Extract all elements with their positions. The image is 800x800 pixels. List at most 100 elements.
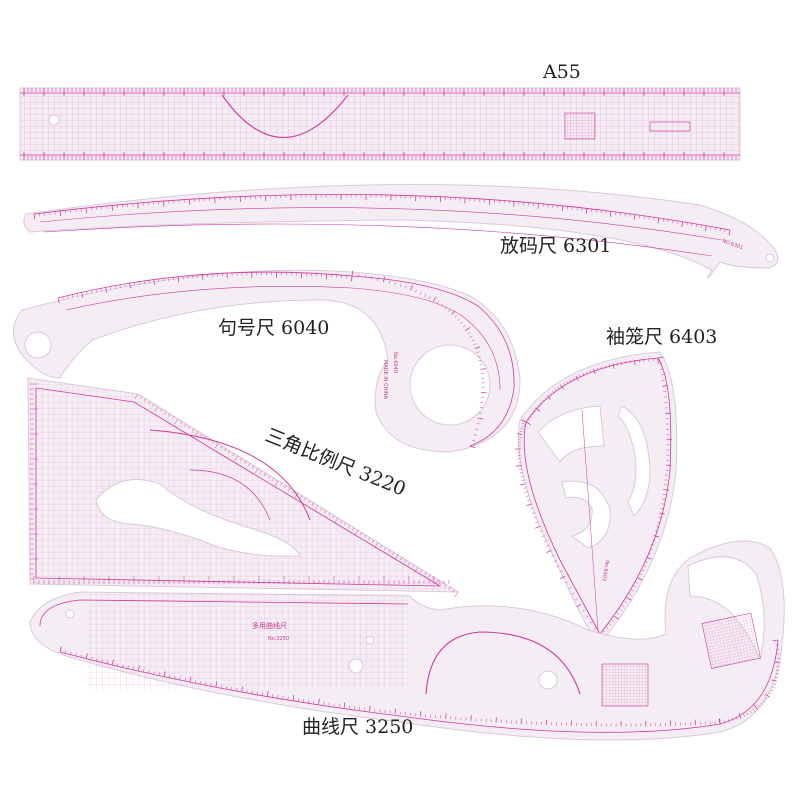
tick-mark [586, 371, 588, 375]
tick-mark [85, 653, 88, 659]
tick-mark [324, 510, 327, 514]
tick-mark [224, 448, 227, 452]
tick-mark [616, 612, 620, 615]
tick-mark [252, 465, 255, 469]
tick-mark [410, 285, 413, 291]
tick-mark [544, 397, 547, 401]
tick-mark [546, 549, 552, 554]
tick-mark [646, 556, 652, 560]
tick-mark [582, 609, 585, 612]
tick-mark [576, 603, 582, 608]
tick-mark [85, 207, 88, 214]
tick-mark [234, 455, 239, 462]
tick-mark [476, 351, 480, 353]
tick-mark [457, 318, 461, 321]
tick-mark [64, 650, 67, 654]
curve-ruler-hole [348, 658, 364, 674]
tick-mark [642, 565, 646, 567]
tick-mark [129, 283, 131, 289]
tick-mark [364, 534, 367, 538]
armhole-ruler-body [13, 269, 521, 453]
tick-mark [272, 478, 275, 481]
tick-mark [653, 535, 660, 538]
tick-mark [663, 489, 669, 491]
tick-mark [419, 291, 422, 295]
sleeve-ruler-cutout [537, 405, 605, 463]
tick-mark [215, 681, 218, 688]
armhole-ruler-engraving: MADE IN CHINA [382, 360, 388, 400]
tick-mark [656, 526, 660, 528]
tick-mark [662, 385, 668, 387]
tick-mark [318, 698, 320, 705]
armhole-ruler-scale-line [65, 286, 501, 391]
tick-mark [392, 552, 395, 556]
tick-mark [294, 492, 299, 499]
tick-mark [105, 287, 108, 293]
tick-mark [579, 374, 581, 378]
tick-mark [529, 415, 533, 418]
tick-mark [657, 217, 660, 224]
grading-ruler-6301: NO.6301 放码尺 6301 [23, 184, 779, 279]
tick-mark [320, 507, 323, 511]
tick-mark [62, 296, 64, 300]
curve-ruler-engraving: 多用曲线尺 [252, 621, 287, 630]
tick-mark [549, 393, 552, 396]
tick-mark [404, 559, 407, 563]
curve-ruler-dense-patch [601, 663, 649, 707]
tick-mark [360, 532, 363, 536]
tick-mark [412, 564, 415, 568]
tick-mark [100, 288, 102, 292]
tick-mark [268, 475, 271, 479]
tick-mark [525, 421, 531, 426]
tick-mark [436, 301, 440, 304]
tick-mark [388, 549, 391, 553]
tick-mark [174, 418, 179, 424]
tick-mark [637, 577, 643, 581]
tick-mark [575, 598, 578, 601]
tick-mark [551, 555, 554, 557]
tick-mark [194, 680, 197, 684]
tick-mark [248, 463, 251, 466]
tick-mark [639, 573, 643, 576]
tick-mark [114, 285, 116, 289]
tick-mark [768, 692, 772, 695]
triangle-ruler-grid [28, 378, 458, 592]
tick-mark [520, 483, 526, 486]
tick-mark [582, 372, 585, 376]
tick-mark [246, 689, 248, 693]
tick-mark [541, 400, 545, 403]
tick-mark [541, 535, 545, 538]
tick-mark [368, 537, 371, 541]
tick-mark [565, 581, 569, 584]
tick-mark [86, 291, 88, 295]
tick-mark [75, 653, 77, 657]
tick-mark [760, 702, 764, 705]
tick-mark [424, 293, 427, 297]
tick-mark [200, 433, 203, 437]
curve-ruler-hole [538, 670, 558, 690]
tick-mark [96, 658, 98, 662]
tick-mark [454, 315, 457, 318]
tick-mark [658, 362, 663, 364]
tick-mark [520, 428, 524, 430]
tick-mark [593, 368, 596, 375]
tick-mark [351, 270, 354, 277]
tick-mark [204, 435, 207, 439]
tick-mark [288, 487, 291, 491]
curve-ruler-3250: 多用曲线尺 No.3250 曲线尺 3250 [29, 540, 785, 741]
tick-mark [527, 418, 531, 421]
tick-mark [179, 676, 181, 680]
tick-mark [605, 626, 609, 630]
straight-ruler-grid [20, 88, 740, 160]
tick-mark [137, 665, 140, 672]
tick-mark [244, 460, 247, 464]
armhole-ruler-ticks [57, 270, 487, 449]
curve-ruler-ticks [59, 639, 780, 727]
tick-mark [522, 423, 526, 425]
tick-mark [649, 548, 653, 550]
tick-mark [753, 704, 758, 710]
tick-mark [380, 544, 383, 548]
triangle-ruler-protractor-arc [189, 469, 271, 521]
sleeve-ruler-center-line [581, 409, 599, 631]
tick-mark [415, 289, 417, 293]
